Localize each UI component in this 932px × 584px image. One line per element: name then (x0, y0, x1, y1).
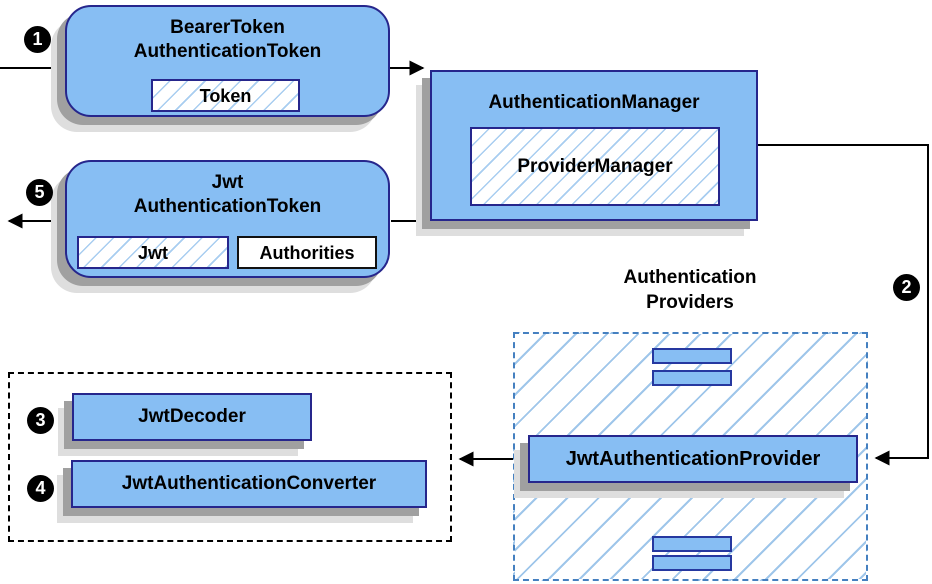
jwt-inner-box: Jwt (77, 236, 229, 269)
jwt-authentication-token-node: Jwt AuthenticationToken Jwt Authorities (65, 160, 390, 278)
step-1-badge: 1 (24, 26, 51, 53)
other-provider-bar-top-1 (652, 348, 732, 364)
bearer-token-title-line2: AuthenticationToken (133, 41, 322, 62)
authentication-providers-label-line2: Providers (646, 292, 734, 313)
authentication-manager-title: AuthenticationManager (488, 92, 700, 113)
authentication-providers-label: Authentication Providers (590, 265, 790, 315)
other-provider-bar-bottom-2 (652, 555, 732, 571)
jwt-token-title-line2: AuthenticationToken (133, 196, 322, 217)
jwt-decoder-node: JwtDecoder (72, 393, 312, 441)
step-4-badge: 4 (27, 475, 54, 502)
jwt-token-title-line1: Jwt (211, 172, 244, 193)
bearer-token-node-title: BearerToken AuthenticationToken (67, 7, 388, 64)
jwt-authentication-converter-node: JwtAuthenticationConverter (71, 460, 427, 508)
jwt-authentication-provider-node: JwtAuthenticationProvider (528, 435, 858, 483)
arrow-step2-manager-to-provider (757, 144, 929, 466)
token-inner-box: Token (151, 79, 300, 112)
authentication-providers-label-line1: Authentication (623, 267, 757, 288)
authentication-manager-node: AuthenticationManager ProviderManager (430, 70, 758, 221)
other-provider-bar-bottom-1 (652, 536, 732, 552)
other-provider-bar-top-2 (652, 370, 732, 386)
bearer-token-title-line1: BearerToken (170, 17, 285, 38)
provider-manager-inner-box: ProviderManager (470, 127, 720, 206)
jwt-token-node-title: Jwt AuthenticationToken (67, 162, 388, 219)
step-3-badge: 3 (27, 407, 54, 434)
authorities-inner-box: Authorities (237, 236, 377, 269)
step-5-badge: 5 (26, 179, 53, 206)
bearer-token-authentication-token-node: BearerToken AuthenticationToken Token (65, 5, 390, 117)
step-2-badge: 2 (893, 274, 920, 301)
